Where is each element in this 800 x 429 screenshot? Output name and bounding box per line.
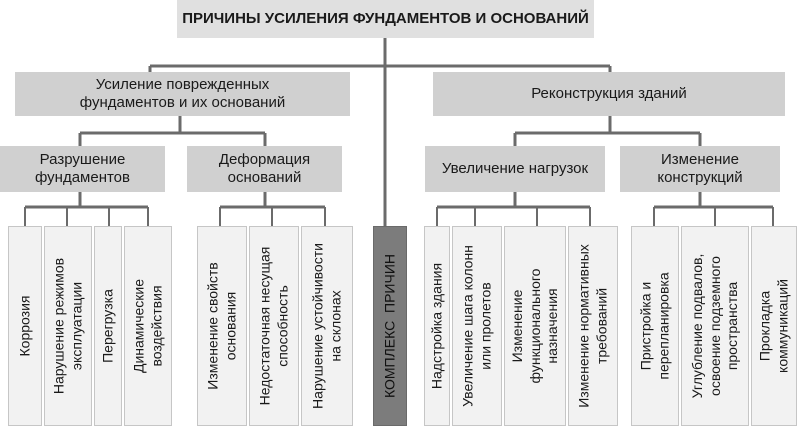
leaf-function-change-label: Изменение функционального назначения bbox=[508, 268, 560, 384]
leaf-extension-replanning: Пристройка и перепланировка bbox=[631, 226, 679, 426]
center-complex-causes-label: КОМПЛЕКС ПРИЧИН bbox=[381, 254, 398, 398]
group-load-increase-label: Увеличение нагрузок bbox=[441, 160, 589, 177]
leaf-bearing-capacity-label: Недостаточная несущая способность bbox=[256, 246, 291, 406]
leaf-basement-deepening-label: Углубление подвалов, освоение подземного… bbox=[688, 253, 740, 399]
center-complex-causes: КОМПЛЕКС ПРИЧИН bbox=[373, 226, 407, 426]
group-destruction: Разрушение фундаментов bbox=[0, 146, 165, 192]
diagram-title: ПРИЧИНЫ УСИЛЕНИЯ ФУНДАМЕНТОВ И ОСНОВАНИЙ bbox=[177, 0, 594, 38]
group-deformation-label: Деформация оснований bbox=[218, 151, 311, 186]
leaf-operation-violation: Нарушение режимов эксплуатации bbox=[44, 226, 92, 426]
leaf-basement-deepening: Углубление подвалов, освоение подземного… bbox=[681, 226, 749, 426]
leaf-column-spacing: Увеличение шага колонн или пролетов bbox=[452, 226, 502, 426]
branch-reconstruction-label: Реконструкция зданий bbox=[531, 85, 687, 102]
diagram-title-text: ПРИЧИНЫ УСИЛЕНИЯ ФУНДАМЕНТОВ И ОСНОВАНИЙ bbox=[182, 10, 589, 27]
branch-reconstruction: Реконструкция зданий bbox=[433, 72, 785, 116]
group-load-increase: Увеличение нагрузок bbox=[425, 146, 605, 192]
leaf-soil-properties-label: Изменение свойств основания bbox=[204, 262, 239, 390]
leaf-norm-change-label: Изменение нормативных требований bbox=[575, 244, 610, 408]
leaf-overload-label: Перегрузка bbox=[99, 289, 116, 363]
leaf-soil-properties: Изменение свойств основания bbox=[197, 226, 247, 426]
leaf-column-spacing-label: Увеличение шага колонн или пролетов bbox=[459, 245, 494, 407]
leaf-dynamic-impacts-label: Динамические воздействия bbox=[130, 278, 165, 374]
leaf-function-change: Изменение функционального назначения bbox=[504, 226, 566, 426]
leaf-dynamic-impacts: Динамические воздействия bbox=[124, 226, 172, 426]
leaf-utilities-label: Прокладка коммуникаций bbox=[756, 279, 791, 373]
leaf-norm-change: Изменение нормативных требований bbox=[568, 226, 618, 426]
group-structure-change-label: Изменение конструкций bbox=[657, 151, 743, 186]
leaf-corrosion-label: Коррозия bbox=[16, 295, 33, 357]
leaf-superstructure: Надстройка здания bbox=[424, 226, 450, 426]
leaf-slope-stability-label: Нарушение устойчивости на склонах bbox=[309, 243, 344, 409]
leaf-operation-violation-label: Нарушение режимов эксплуатации bbox=[50, 257, 85, 395]
leaf-bearing-capacity: Недостаточная несущая способность bbox=[249, 226, 299, 426]
group-structure-change: Изменение конструкций bbox=[620, 146, 780, 192]
leaf-superstructure-label: Надстройка здания bbox=[428, 262, 445, 390]
leaf-corrosion: Коррозия bbox=[8, 226, 42, 426]
branch-damaged-foundations-label: Усиление поврежденных фундаментов и их о… bbox=[79, 76, 286, 111]
leaf-extension-replanning-label: Пристройка и перепланировка bbox=[637, 272, 672, 380]
leaf-overload: Перегрузка bbox=[94, 226, 122, 426]
branch-damaged-foundations: Усиление поврежденных фундаментов и их о… bbox=[15, 72, 350, 116]
group-destruction-label: Разрушение фундаментов bbox=[34, 151, 130, 186]
group-deformation: Деформация оснований bbox=[187, 146, 342, 192]
leaf-utilities: Прокладка коммуникаций bbox=[751, 226, 797, 426]
leaf-slope-stability: Нарушение устойчивости на склонах bbox=[301, 226, 353, 426]
